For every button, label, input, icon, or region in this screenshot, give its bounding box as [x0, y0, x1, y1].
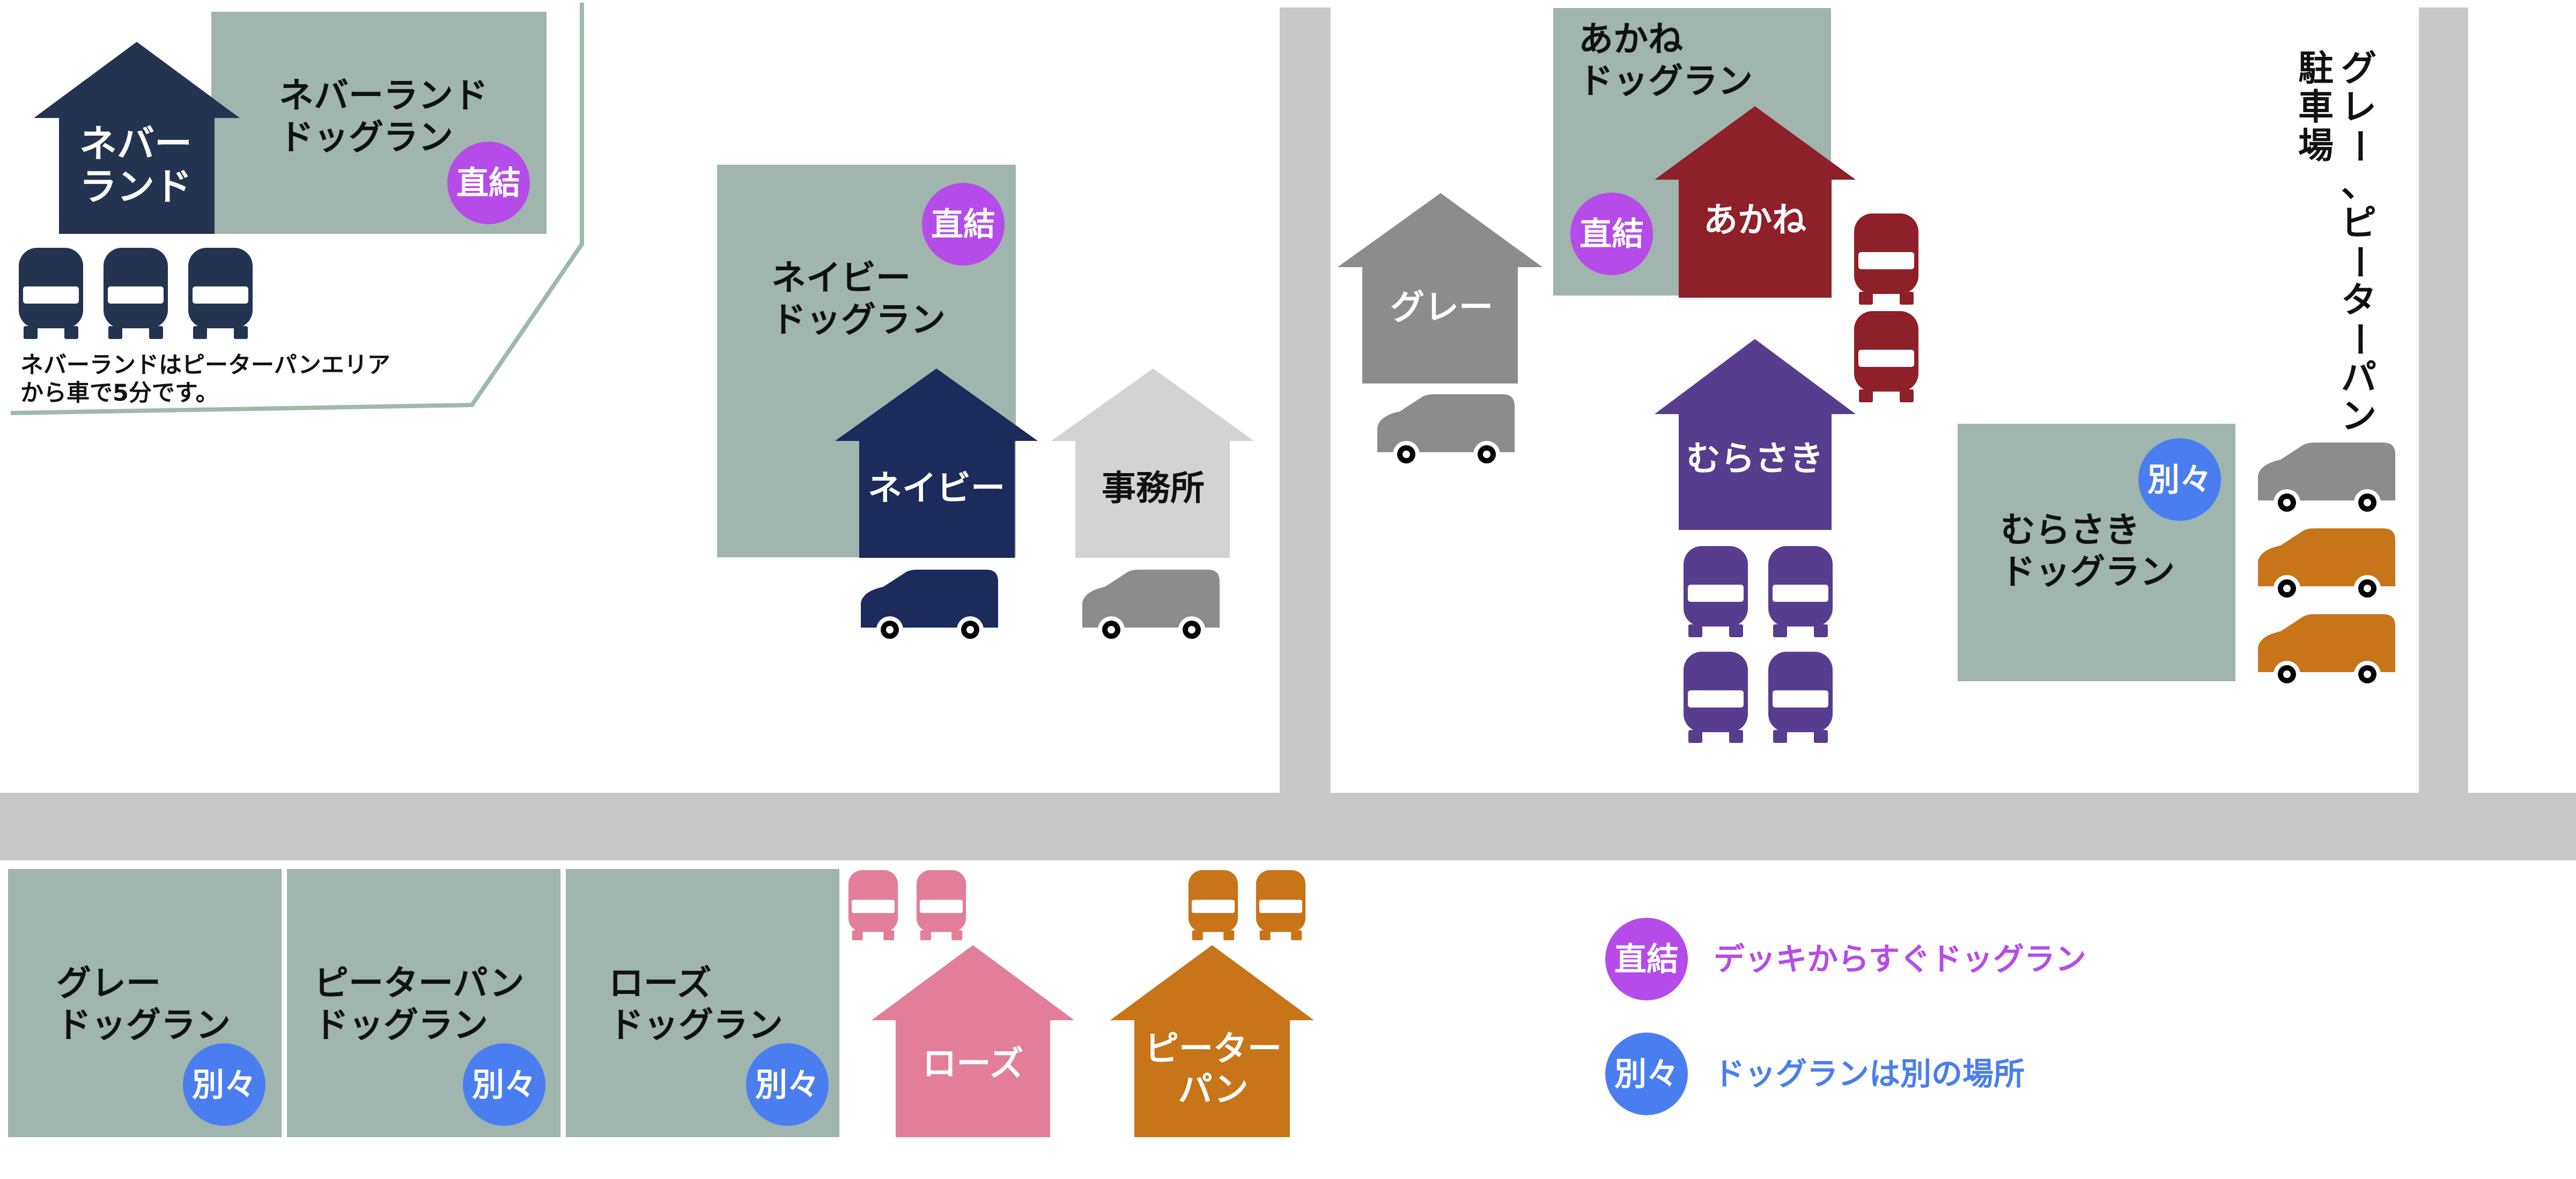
building-navy: [835, 369, 1038, 558]
parking-label-char: ー: [2338, 321, 2380, 357]
badge-direct-neverland-label: 直結: [456, 165, 521, 202]
dogrun-murasaki-label: むらさきドッグラン: [2001, 510, 2175, 592]
legend-badge-direct: [1605, 918, 1688, 1000]
building-rose: [872, 945, 1074, 1137]
building-rose-label: ローズ: [922, 1044, 1024, 1084]
badge-separate-peter: [463, 1043, 545, 1126]
car-front-icon: [848, 870, 898, 940]
parking-label: グレ、ピタパン駐車場: [2298, 48, 2376, 437]
car-front-icon: [1684, 546, 1748, 637]
legend-badge-direct-label: 直結: [1614, 941, 1679, 978]
navy-area: 直結 ネイビードッグラン ネイビー: [717, 165, 1038, 643]
parking-label-char: ー: [2338, 128, 2380, 164]
parking-label-char: ー: [2338, 244, 2380, 279]
neverland-area-boundary: [10, 3, 584, 415]
building-neverland: [34, 42, 240, 234]
badge-separate-gray-label: 別々: [192, 1066, 256, 1104]
car-front-icon: [916, 870, 966, 940]
rose-area: ローズ: [848, 870, 1074, 1137]
dogrun-rose-label: ローズドッグラン: [609, 963, 783, 1045]
car-front-icon: [1188, 870, 1238, 940]
building-akane-label: あかね: [1703, 201, 1806, 240]
building-navy-label: ネイビー: [868, 469, 1005, 509]
car-front-icon: [1768, 546, 1833, 637]
gray-area: グレー: [1338, 193, 1542, 468]
roads: [0, 8, 2576, 860]
car-front-icon: [1684, 652, 1748, 743]
van-side-icon: [1082, 570, 1220, 643]
legend-direct-text: デッキからすぐドッグラン: [1714, 941, 2086, 977]
building-gray: [1338, 193, 1542, 384]
badge-direct-akane-label: 直結: [1579, 216, 1644, 253]
badge-direct-akane: [1570, 193, 1653, 275]
peter-area: ピーターパン: [1110, 870, 1314, 1137]
van-side-icon: [2258, 528, 2395, 602]
badge-separate-gray: [183, 1043, 265, 1126]
badge-separate-peter-label: 別々: [472, 1066, 536, 1104]
building-peter: [1110, 945, 1314, 1137]
car-front-icon: [1768, 652, 1833, 743]
dogrun-peter-label: ピーターパンドッグラン: [314, 963, 525, 1045]
bottom-dogruns: グレードッグラン 別々 ピーターパンドッグラン 別々 ローズドッグラン 別々: [8, 869, 839, 1137]
neverland-note: ネバーランドはピーターパンエリアから車で5分です。: [20, 352, 390, 407]
dogrun-navy-label: ネイビードッグラン: [771, 258, 946, 340]
legend-badge-separate: [1605, 1033, 1688, 1115]
office-area: 事務所: [1051, 369, 1254, 643]
car-front-icon: [19, 248, 83, 339]
van-side-icon: [1377, 394, 1515, 468]
car-front-icon: [1854, 311, 1918, 402]
legend: 直結 デッキからすぐドッグラン 別々 ドッグランは別の場所: [1605, 918, 2086, 1115]
building-office-label: 事務所: [1102, 469, 1205, 509]
legend-badge-separate-label: 別々: [1614, 1056, 1679, 1093]
car-front-icon: [1256, 870, 1306, 940]
van-side-icon: [2258, 443, 2395, 516]
building-office: [1051, 369, 1254, 558]
badge-direct-neverland: [447, 142, 530, 224]
building-peter-label: ピーターパン: [1145, 1029, 1282, 1110]
building-neverland-label: ネバーランド: [79, 122, 192, 209]
dogrun-akane-label: あかねドッグラン: [1578, 19, 1753, 101]
badge-separate-rose: [746, 1043, 829, 1126]
car-front-icon: [1854, 213, 1918, 305]
road-vertical-right: [2419, 8, 2468, 796]
dogrun-gray-label: グレードッグラン: [56, 963, 231, 1045]
road-main-horizontal: [0, 793, 2576, 860]
badge-separate-murasaki: [2138, 438, 2221, 521]
dogrun-neverland-label: ネバーランドドッグラン: [279, 76, 488, 158]
legend-separate-text: ドッグランは別の場所: [1714, 1056, 2025, 1092]
road-vertical-center: [1280, 8, 1331, 796]
badge-direct-navy-label: 直結: [931, 206, 995, 244]
van-side-icon: [861, 570, 998, 643]
building-murasaki: [1655, 339, 1856, 530]
murasaki-area: むらさき 別々 むらさきドッグラン: [1655, 339, 2235, 743]
akane-area: あかねドッグラン 直結 あかね: [1553, 8, 1918, 402]
building-murasaki-label: むらさき: [1686, 439, 1824, 479]
badge-direct-navy: [922, 183, 1005, 266]
car-front-icon: [188, 248, 253, 339]
badge-separate-rose-label: 別々: [755, 1066, 820, 1104]
parking-gray-peter: グレ、ピタパン駐車場 ーーー: [2258, 48, 2395, 688]
van-side-icon: [2258, 614, 2395, 688]
badge-separate-murasaki-label: 別々: [2147, 461, 2212, 499]
neverland-area: ネバーランドドッグラン 直結 ネバーランド ネバーランドはピーターパンエリアから…: [19, 12, 547, 407]
car-front-icon: [104, 248, 168, 339]
building-gray-label: グレー: [1390, 288, 1493, 328]
building-akane: [1655, 106, 1856, 298]
